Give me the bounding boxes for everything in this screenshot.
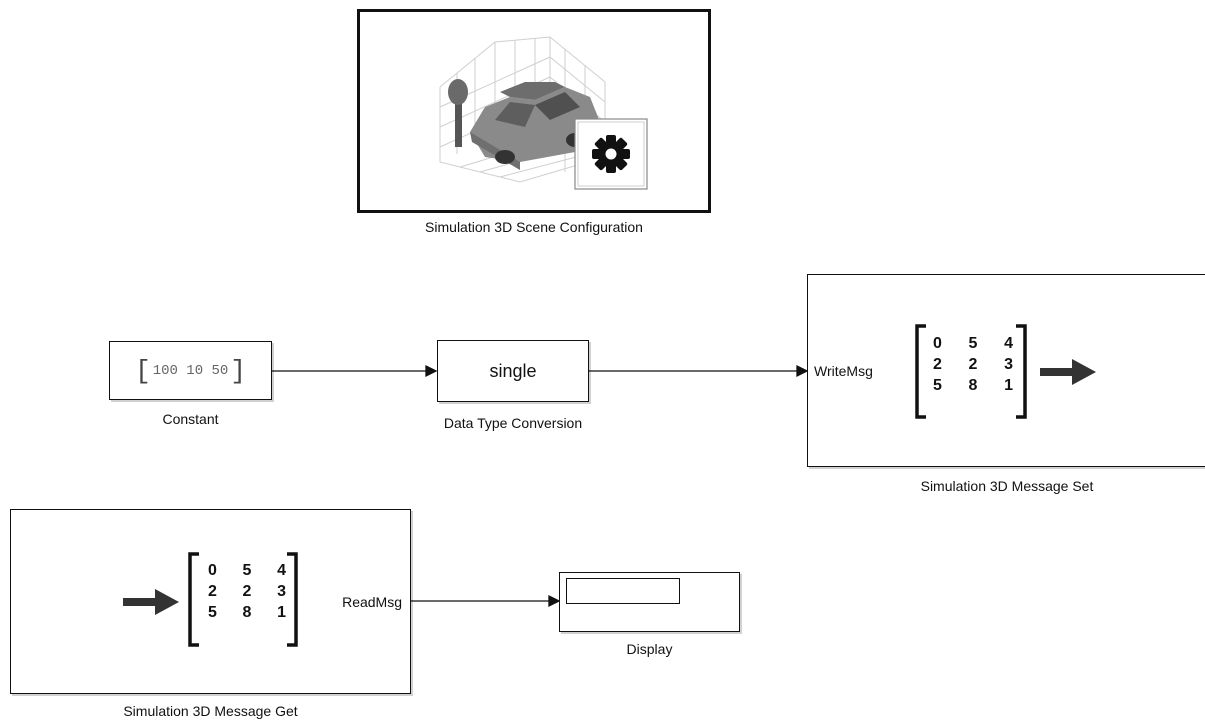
scene-configuration-block[interactable] bbox=[357, 9, 711, 213]
matrix-cell: 3 bbox=[1004, 356, 1013, 373]
readmsg-port-label: ReadMsg bbox=[342, 594, 402, 610]
message-set-caption: Simulation 3D Message Set bbox=[920, 478, 1094, 494]
message-get-block[interactable]: 0 5 4 2 2 3 5 8 1 ReadMsg bbox=[10, 509, 411, 694]
matrix-cell: 0 bbox=[208, 562, 217, 579]
matrix-cell: 5 bbox=[968, 335, 978, 352]
matrix-cell: 3 bbox=[277, 583, 286, 600]
matrix-row: 5 8 1 bbox=[933, 377, 1013, 398]
matrix-cell: 2 bbox=[208, 583, 217, 600]
scene-configuration-caption: Simulation 3D Scene Configuration bbox=[425, 219, 643, 235]
message-get-caption: Simulation 3D Message Get bbox=[123, 703, 298, 719]
wire-arrowhead bbox=[548, 594, 561, 608]
wire-arrowhead bbox=[796, 364, 809, 378]
constant-bracket-open: [ bbox=[135, 355, 151, 386]
matrix-cell: 8 bbox=[242, 604, 252, 621]
matrix-cell: 8 bbox=[968, 377, 978, 394]
message-matrix-icon bbox=[915, 324, 1027, 419]
display-readout bbox=[566, 578, 680, 604]
display-block[interactable] bbox=[559, 572, 740, 632]
matrix-cell: 1 bbox=[1004, 377, 1013, 394]
right-arrow-icon bbox=[1040, 359, 1096, 385]
matrix-cell: 5 bbox=[242, 562, 252, 579]
constant-bracket-close: ] bbox=[230, 355, 246, 386]
constant-block[interactable]: [ 100 10 50 ] bbox=[109, 341, 272, 400]
data-type-conversion-caption: Data Type Conversion bbox=[443, 415, 583, 431]
matrix-row: 0 5 4 bbox=[208, 562, 286, 583]
matrix-cell: 5 bbox=[208, 604, 217, 621]
message-matrix: 0 5 4 2 2 3 5 8 1 bbox=[933, 335, 1013, 398]
matrix-row: 0 5 4 bbox=[933, 335, 1013, 356]
car-scene-gear-icon bbox=[439, 35, 648, 190]
matrix-cell: 1 bbox=[277, 604, 286, 621]
wire-arrowhead bbox=[425, 364, 438, 378]
constant-caption: Constant bbox=[162, 411, 219, 427]
matrix-cell: 5 bbox=[933, 377, 942, 394]
writemsg-port-label: WriteMsg bbox=[814, 363, 873, 379]
message-matrix: 0 5 4 2 2 3 5 8 1 bbox=[208, 562, 286, 625]
data-type-conversion-block[interactable]: single bbox=[437, 340, 589, 402]
matrix-cell: 2 bbox=[242, 583, 252, 600]
constant-value: 100 10 50 bbox=[152, 362, 229, 379]
matrix-row: 2 2 3 bbox=[933, 356, 1013, 377]
message-matrix-icon bbox=[188, 552, 298, 647]
matrix-cell: 4 bbox=[1004, 335, 1013, 352]
matrix-cell: 4 bbox=[277, 562, 286, 579]
dtc-label: single bbox=[489, 361, 537, 381]
matrix-cell: 2 bbox=[933, 356, 942, 373]
matrix-row: 5 8 1 bbox=[208, 604, 286, 625]
matrix-row: 2 2 3 bbox=[208, 583, 286, 604]
message-set-block[interactable]: WriteMsg 0 5 4 2 2 3 5 8 1 bbox=[807, 274, 1205, 467]
matrix-cell: 2 bbox=[968, 356, 978, 373]
display-caption: Display bbox=[626, 641, 673, 657]
right-arrow-icon bbox=[123, 589, 179, 615]
matrix-cell: 0 bbox=[933, 335, 942, 352]
